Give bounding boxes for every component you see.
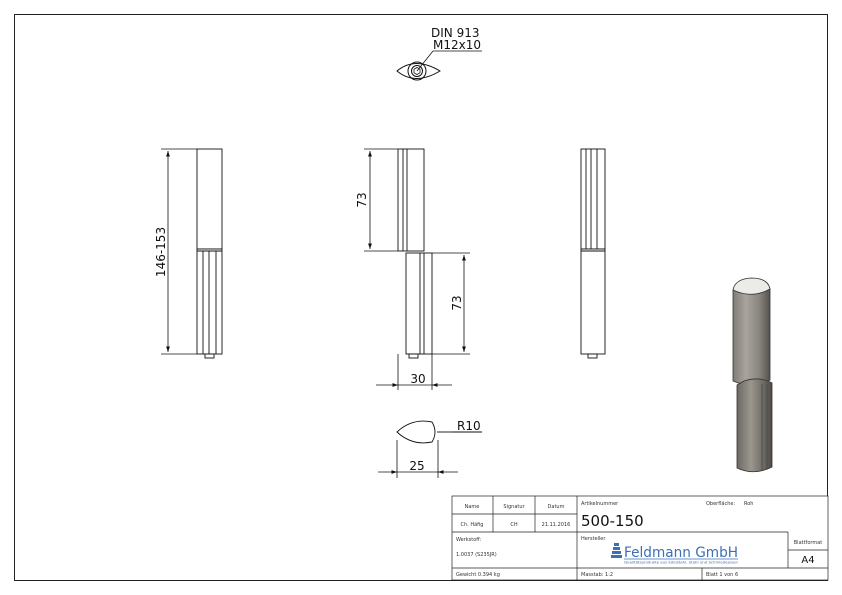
tb-name-label: Name [465, 504, 480, 510]
dimension-width-25 [378, 440, 458, 478]
dim-total-length: 146-153 [154, 227, 168, 277]
tb-surface-label: Oberfläche: [706, 501, 735, 507]
dim-radius: R10 [457, 419, 481, 433]
dim-lower-length: 73 [450, 295, 464, 310]
tb-article-value: 500-150 [581, 512, 644, 530]
tb-manufacturer-label: Hersteller [581, 536, 606, 542]
callout-standard: DIN 913 [431, 26, 479, 40]
dimension-lower-length [432, 252, 470, 355]
tb-signature-value: CH [510, 522, 517, 528]
front-view-left [196, 148, 223, 359]
company-tagline: Qualitätsprodukte aus Edelstahl, Stahl u… [624, 561, 738, 565]
callout-thread: M12x10 [433, 38, 481, 52]
tb-name-value: Ch. Häfig [461, 522, 484, 528]
dim-width-30: 30 [410, 372, 425, 386]
top-view-set-screw [396, 50, 482, 81]
tb-sheet-format-label: Blattformat [794, 540, 823, 546]
dim-upper-length: 73 [355, 192, 369, 207]
feldmann-logo: Feldmann GmbH Qualitätsprodukte aus Edel… [611, 543, 738, 565]
tb-surface-value: Roh [744, 501, 753, 507]
sheet-border [14, 14, 828, 581]
tb-material-label: Werkstoff: [456, 537, 482, 543]
dimension-width-30 [376, 354, 452, 390]
front-view-center [397, 148, 433, 359]
dim-width-25: 25 [409, 459, 424, 473]
tb-scale: Masstab: 1:2 [581, 572, 613, 578]
tb-weight: Gewicht 0.394 kg [456, 572, 500, 578]
tb-date-label: Datum [548, 504, 565, 510]
isometric-view [732, 277, 773, 473]
side-view-right [580, 148, 606, 359]
tb-sheet: Blatt 1 von 6 [706, 572, 738, 578]
dimension-upper-length [364, 148, 398, 252]
tb-signature-label: Signatur [503, 504, 525, 510]
title-block [451, 495, 829, 581]
tb-date-value: 21.11.2016 [542, 522, 571, 528]
tb-article-label: Artikelnummer [581, 501, 619, 507]
dimension-total-length [161, 148, 197, 355]
tb-material-value: 1.0037 (S235JR) [456, 552, 497, 558]
company-emblem-icon [611, 543, 622, 558]
company-name: Feldmann GmbH [624, 545, 738, 561]
tb-sheet-format-value: A4 [801, 555, 814, 566]
section-view-bottom [396, 420, 482, 444]
